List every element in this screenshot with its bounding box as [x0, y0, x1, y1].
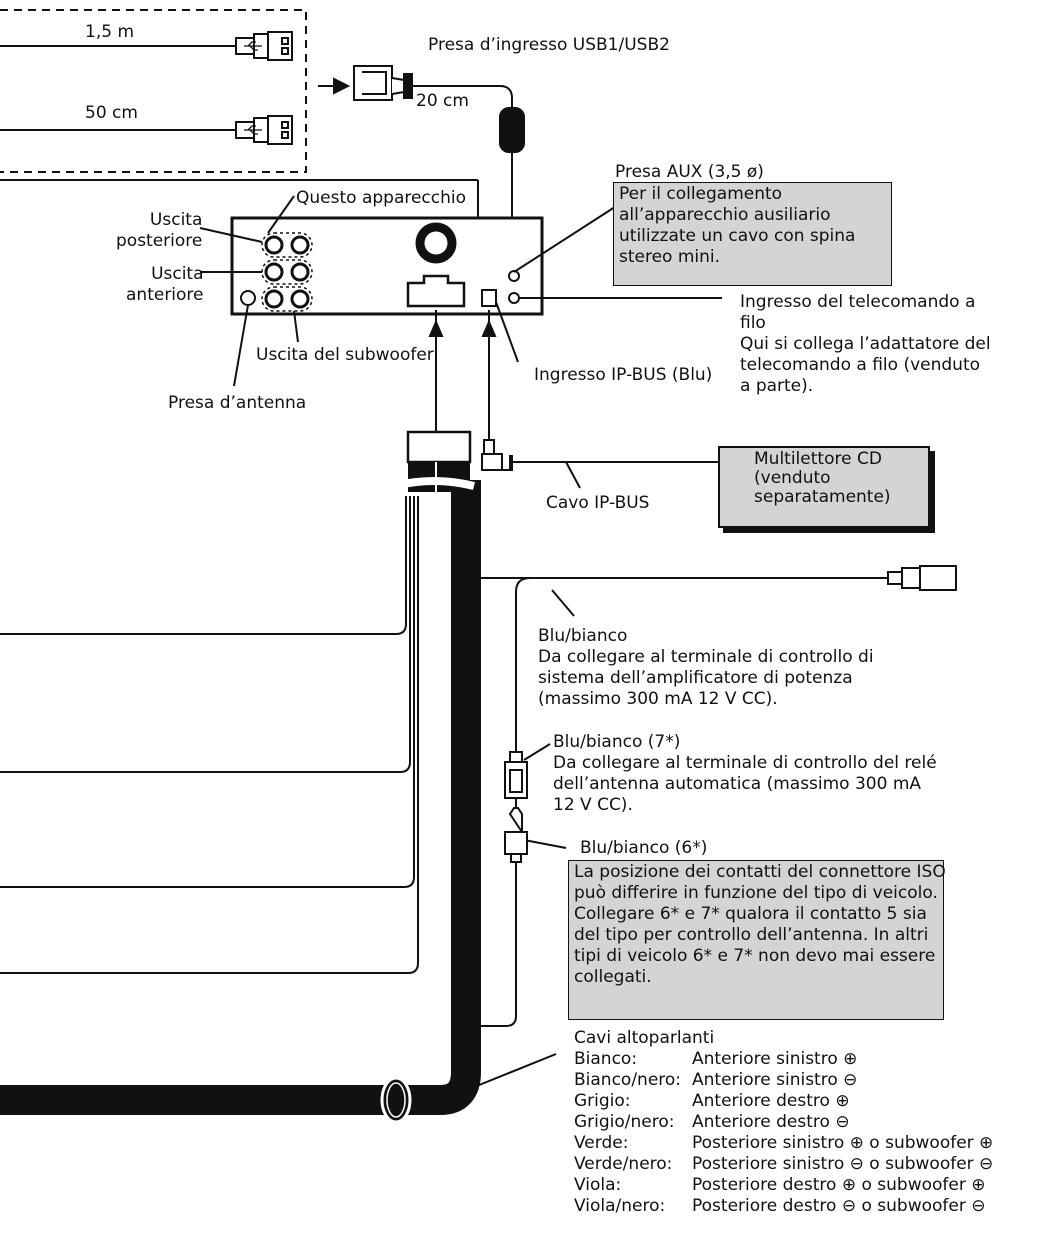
speaker-wire-color: Verde/nero: [574, 1154, 673, 1174]
aux-note-box: Per il collegamento all’apparecchio ausi… [613, 182, 892, 286]
speaker-wire-color: Grigio: [574, 1091, 631, 1111]
speaker-wire-use: Posteriore destro ⊖ o subwoofer ⊖ [692, 1196, 986, 1216]
usb-arrowhead [333, 77, 351, 95]
label-rear-output: Uscita posteriore [116, 210, 203, 251]
label-subwoofer-output: Uscita del subwoofer [256, 345, 434, 365]
label-blue-white-7: Blu/bianco (7*) Da collegare al terminal… [553, 732, 937, 815]
speaker-wire-color: Bianco/nero: [574, 1070, 682, 1090]
speaker-wire-row: Verde/nero: Posteriore sinistro ⊖ o subwo… [574, 1154, 993, 1175]
terminal-7 [504, 751, 528, 799]
sub-output-jacks [261, 286, 313, 312]
main-connector-round [415, 222, 457, 264]
speaker-wire-use: Anteriore sinistro ⊕ [692, 1049, 858, 1069]
iso-note-box: La posizione dei contatti del connettore… [568, 860, 946, 1020]
ferrite-core [499, 107, 525, 153]
label-antenna-jack: Presa d’antenna [168, 393, 307, 413]
speaker-wire-color: Viola: [574, 1175, 622, 1195]
speaker-wire-use: Posteriore sinistro ⊕ o subwoofer ⊕ [692, 1133, 994, 1153]
label-cable-1-5m: 1,5 m [85, 22, 134, 42]
usb-jack-cable [402, 85, 513, 245]
speaker-wire-use: Posteriore destro ⊕ o subwoofer ⊕ [692, 1175, 986, 1195]
label-cable-20cm: 20 cm [416, 91, 469, 111]
speaker-wire-row: Viola: Posteriore destro ⊕ o subwoofer ⊕ [574, 1175, 993, 1196]
speaker-wire-color: Bianco: [574, 1049, 638, 1069]
speaker-wire-use: Posteriore sinistro ⊖ o subwoofer ⊖ [692, 1154, 994, 1174]
speaker-wire-color: Viola/nero: [574, 1196, 666, 1216]
speaker-wire-row: Viola/nero: Posteriore destro ⊖ o subwoof… [574, 1196, 993, 1217]
usb-cable-box [0, 9, 307, 173]
speaker-harness [0, 480, 481, 1115]
harness-plug [406, 430, 472, 464]
label-wired-remote: Ingresso del telecomando a filo Qui si c… [740, 292, 991, 396]
multi-cd-line-2: (venduto [754, 468, 831, 488]
speaker-wire-row: Verde: Posteriore sinistro ⊕ o subwoofer … [574, 1133, 993, 1154]
speaker-wire-use: Anteriore destro ⊖ [692, 1112, 850, 1132]
speaker-wire-color: Verde: [574, 1133, 629, 1153]
blue-white-plug [887, 565, 957, 591]
speaker-wire-row: Bianco: Anteriore sinistro ⊕ [574, 1049, 993, 1070]
label-ipbus-cable: Cavo IP-BUS [546, 493, 650, 513]
iso-socket [406, 274, 466, 308]
head-unit [230, 216, 544, 316]
ipbus-plug [481, 439, 513, 471]
speaker-wire-table: Bianco: Anteriore sinistro ⊕ Bianco/nero: A… [574, 1049, 993, 1217]
terminal-6 [504, 807, 528, 863]
usb-jack [353, 65, 413, 101]
wired-remote-port [508, 292, 520, 304]
speaker-wire-row: Bianco/nero: Anteriore sinistro ⊖ [574, 1070, 993, 1091]
label-blue-white-amp: Blu/bianco Da collegare al terminale di … [538, 626, 874, 709]
label-aux-jack: Presa AUX (3,5 ø) [615, 162, 764, 182]
rear-output-jacks [261, 232, 313, 258]
speaker-wire-color: Grigio/nero: [574, 1112, 675, 1132]
label-ipbus-input: Ingresso IP-BUS (Blu) [534, 365, 713, 385]
label-speaker-wires: Cavi altoparlanti [574, 1028, 715, 1048]
multi-cd-line-3: separatamente) [754, 487, 891, 507]
label-front-output: Uscita anteriore [126, 264, 204, 305]
speaker-wire-row: Grigio/nero: Anteriore destro ⊖ [574, 1112, 993, 1133]
speaker-wire-use: Anteriore destro ⊕ [692, 1091, 850, 1111]
ipbus-socket [481, 289, 497, 307]
label-usb-input: Presa d’ingresso USB1/USB2 [428, 35, 670, 55]
speaker-wire-row: Grigio: Anteriore destro ⊕ [574, 1091, 993, 1112]
label-cable-50cm: 50 cm [85, 103, 138, 123]
label-blue-white-6: Blu/bianco (6*) [580, 838, 708, 858]
multi-cd-line-1: Multilettore CD [754, 449, 882, 469]
multi-cd-box: Multilettore CD (venduto separatamente) [718, 446, 930, 528]
label-unit: Questo apparecchio [296, 188, 467, 208]
speaker-wire-use: Anteriore sinistro ⊖ [692, 1070, 858, 1090]
